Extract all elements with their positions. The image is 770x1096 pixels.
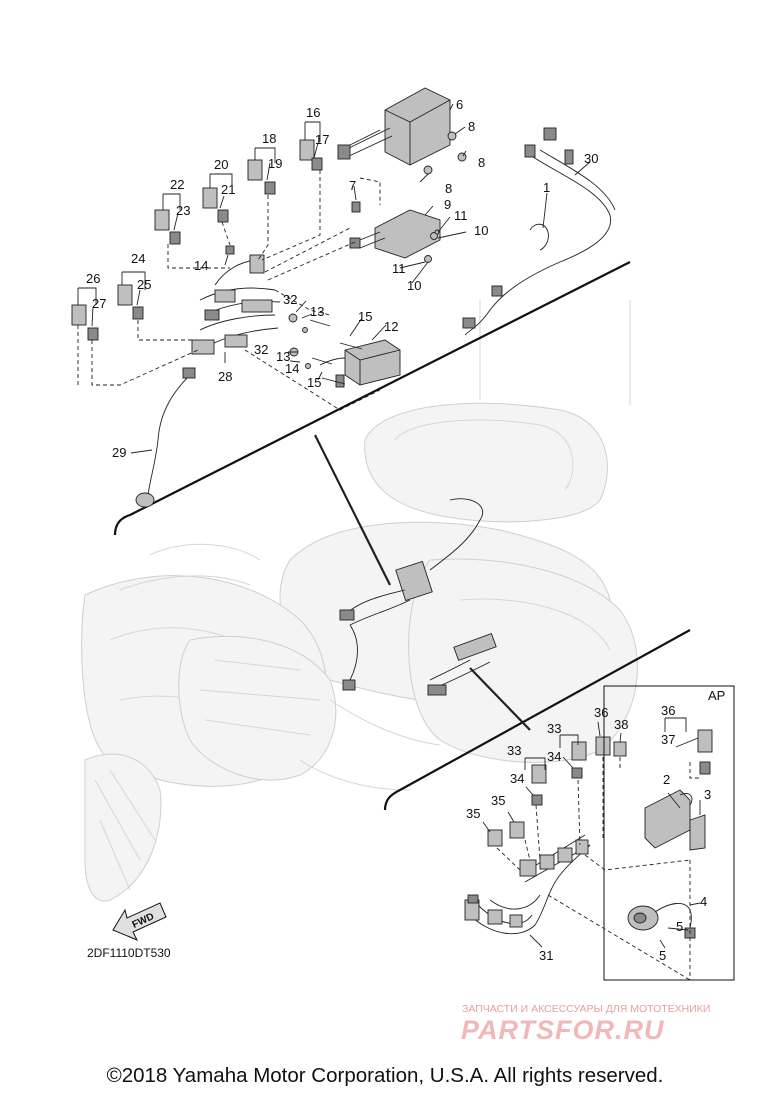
callout-33: 33: [547, 721, 561, 736]
callout-14: 14: [285, 361, 299, 376]
callout-10: 10: [407, 278, 421, 293]
callout-22: 22: [170, 177, 184, 192]
callout-8: 8: [445, 181, 452, 196]
lower-components: [464, 736, 627, 935]
callout-35: 35: [466, 806, 480, 821]
callout-8: 8: [478, 155, 485, 170]
upper-leaders: [77, 103, 591, 454]
callout-15: 15: [358, 309, 372, 324]
callout-35: 35: [491, 793, 505, 808]
callout-30: 30: [584, 151, 598, 166]
motorcycle-ghost: [81, 300, 638, 902]
upper-components: [71, 87, 616, 508]
upper-group-border: [113, 261, 631, 536]
callout-6: 6: [456, 97, 463, 112]
callout-28: 28: [218, 369, 232, 384]
callout-29: 29: [112, 445, 126, 460]
callout-14: 14: [194, 258, 208, 273]
callout-9: 9: [444, 197, 451, 212]
callout-31: 31: [539, 948, 553, 963]
callout-34: 34: [510, 771, 524, 786]
lower-leaders: [482, 721, 622, 948]
callout-24: 24: [131, 251, 145, 266]
callout-5: 5: [676, 919, 683, 934]
callout-32: 32: [283, 292, 297, 307]
callout-2: 2: [663, 772, 670, 787]
callout-3: 3: [704, 787, 711, 802]
callout-16: 16: [306, 105, 320, 120]
callout-13: 13: [310, 304, 324, 319]
callout-12: 12: [384, 319, 398, 334]
callout-labels: 6 8 8 8 7 9 11 10 11 10 30 1 16 17 18 19…: [86, 97, 725, 963]
callout-13: 13: [276, 349, 290, 364]
callout-17: 17: [315, 132, 329, 147]
callout-37: 37: [661, 732, 675, 747]
callout-33: 33: [507, 743, 521, 758]
watermark-logo: PARTSFOR.RU: [461, 1015, 665, 1045]
callout-4: 4: [700, 894, 707, 909]
upper-leader-line: [314, 434, 391, 586]
callout-11: 11: [392, 261, 406, 276]
ap-box: [547, 685, 735, 981]
callout-19: 19: [268, 156, 282, 171]
callout-11: 11: [454, 208, 468, 223]
callout-10: 10: [474, 223, 488, 238]
lower-group-border: [383, 629, 691, 811]
callout-21: 21: [221, 182, 235, 197]
callout-34: 34: [547, 749, 561, 764]
callout-32: 32: [254, 342, 268, 357]
harness-on-bike: [339, 498, 497, 696]
callout-36: 36: [661, 703, 675, 718]
callout-26: 26: [86, 271, 100, 286]
lower-leader-line: [469, 667, 531, 731]
ap-label: AP: [708, 688, 725, 703]
callout-8: 8: [468, 119, 475, 134]
diagram-code: 2DF1110DT530: [87, 946, 171, 960]
callout-36: 36: [594, 705, 608, 720]
copyright-text: ©2018 Yamaha Motor Corporation, U.S.A. A…: [106, 1064, 664, 1087]
callout-25: 25: [137, 277, 151, 292]
callout-20: 20: [214, 157, 228, 172]
callout-27: 27: [92, 296, 106, 311]
callout-1: 1: [543, 180, 550, 195]
callout-7: 7: [349, 178, 356, 193]
fwd-arrow-icon: FWD: [112, 902, 167, 941]
callout-15: 15: [307, 375, 321, 390]
callout-18: 18: [262, 131, 276, 146]
watermark-tagline: ЗАПЧАСТИ И АКСЕССУАРЫ ДЛЯ МОТОТЕХНИКИ: [462, 1003, 711, 1015]
callout-5: 5: [659, 948, 666, 963]
callout-38: 38: [614, 717, 628, 732]
callout-23: 23: [176, 203, 190, 218]
